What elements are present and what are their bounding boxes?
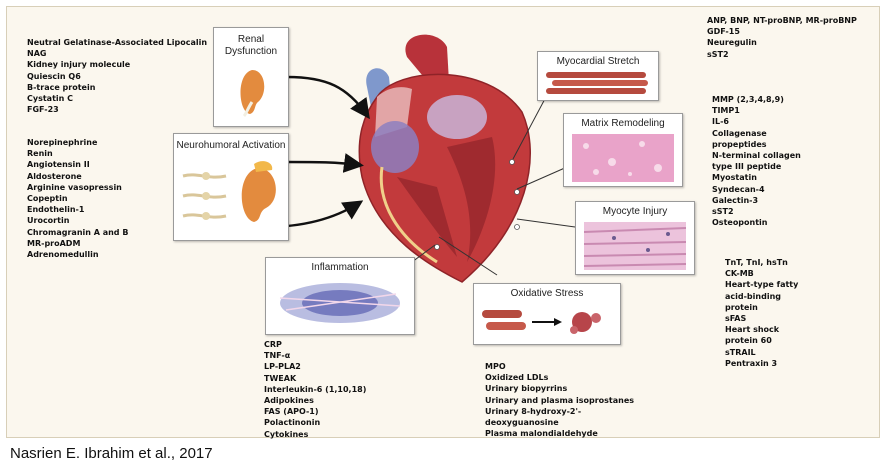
myocardial-stretch-title: Myocardial Stretch <box>556 56 640 67</box>
biomarker-item: Copeptin <box>27 194 68 204</box>
biomarker-item: Syndecan-4 <box>712 184 765 194</box>
biomarker-item: Plasma malondialdehyde <box>485 429 598 439</box>
biomarker-item: Osteopontin <box>712 218 768 228</box>
biomarker-item: MPO <box>485 362 506 371</box>
biomarker-item: Myostatin <box>712 173 757 183</box>
biomarker-item: TnT, TnI, hsTn <box>725 258 788 267</box>
biomarker-item: LP-PLA2 <box>264 362 301 372</box>
biomarker-item: Kidney injury molecule <box>27 60 131 70</box>
myocardial-stretch-box: Myocardial Stretch <box>537 51 659 101</box>
biomarker-item: ANP, BNP, NT-proBNP, MR-proBNP <box>707 16 857 25</box>
biomarker-item: N-terminal collagen <box>712 151 801 161</box>
biomarker-item: Neuregulin <box>707 38 757 48</box>
oxidative-stress-box: Oxidative Stress <box>473 283 621 345</box>
biomarker-item: MR-proADM <box>27 238 81 248</box>
nerve-kidney-icon <box>182 161 276 222</box>
myocyte-tissue-icon <box>584 222 686 270</box>
inflammation-tissue-icon <box>279 283 401 323</box>
biomarker-item: CK-MB <box>725 269 754 279</box>
biomarker-item: Cytokines <box>264 429 309 439</box>
biomarker-item: sTRAIL <box>725 347 756 357</box>
renal-dysfunction-title: Renal Dysfunction <box>224 34 278 57</box>
biomarker-item: Oxidized LDLs <box>485 373 549 383</box>
biomarker-item: Galectin-3 <box>712 195 759 205</box>
biomarker-item: Pentraxin 3 <box>725 358 778 368</box>
biomarker-item: Angiotensin II <box>27 160 90 170</box>
biomarker-item: Renin <box>27 149 53 159</box>
biomarker-item: Aldosterone <box>27 171 82 181</box>
biomarker-item: Neutral Gelatinase-Associated Lipocalin <box>27 38 208 47</box>
matrix-remodeling-title: Matrix Remodeling <box>581 118 665 129</box>
biomarker-item: FGF-23 <box>27 105 59 115</box>
biomarker-item: Urocortin <box>27 216 70 226</box>
biomarker-item: Heart shock <box>725 325 780 335</box>
inflammation-box: Inflammation <box>265 257 415 335</box>
biomarker-item: MMP (2,3,4,8,9) <box>712 95 784 104</box>
biomarker-item: Heart-type fatty <box>725 280 799 290</box>
biomarker-item: CRP <box>264 340 282 349</box>
biomarker-item: protein <box>725 302 758 312</box>
biomarker-item: Interleukin-6 (1,10,18) <box>264 384 367 394</box>
biomarker-item: IL-6 <box>712 117 729 127</box>
citation: Nasrien E. Ibrahim et al., 2017 <box>10 445 213 462</box>
muscle-fiber-icon <box>546 72 648 94</box>
biomarker-item: propeptides <box>712 139 767 149</box>
biomarker-item: sST2 <box>707 49 729 59</box>
biomarker-item: Quiescin Q6 <box>27 71 81 81</box>
inflammation-title: Inflammation <box>311 262 369 273</box>
biomarker-item: TWEAK <box>264 373 297 383</box>
biomarker-item: type III peptide <box>712 162 782 172</box>
biomarker-item: protein 60 <box>725 336 772 346</box>
biomarker-item: FAS (APO-1) <box>264 407 319 417</box>
biomarker-item: B-trace protein <box>27 82 96 92</box>
pathway-arrows <box>264 75 576 276</box>
biomarker-item: Urinary and plasma isoprostanes <box>485 395 635 405</box>
biomarker-item: Collagenase <box>712 128 767 138</box>
biomarker-item: GDF-15 <box>707 27 740 37</box>
biomarker-item: deoxyguanosine <box>485 418 559 428</box>
oxidative-cells-icon <box>482 310 601 334</box>
oxidative-stress-title: Oxidative Stress <box>510 288 584 299</box>
biomarker-item: Urinary biopyrrins <box>485 384 568 394</box>
matrix-remodeling-box: Matrix Remodeling <box>563 113 683 187</box>
neurohumoral-activation-box: Neurohumoral Activation <box>173 133 289 241</box>
neurohumoral-activation-title: Neurohumoral Activation <box>176 140 286 151</box>
biomarker-item: Adrenomedullin <box>27 250 99 260</box>
biomarker-item: Arginine vasopressin <box>27 182 122 192</box>
renal-dysfunction-box: Renal Dysfunction <box>213 27 289 127</box>
biomarker-item: sST2 <box>712 207 734 217</box>
myocyte-injury-title: Myocyte Injury <box>602 206 668 217</box>
biomarker-item: acid-binding <box>725 291 781 301</box>
kidney-icon <box>240 70 265 118</box>
biomarker-item: Adipokines <box>264 396 314 406</box>
biomarker-item: Norepinephrine <box>27 138 98 147</box>
biomarker-item: Chromagranin A and B <box>27 227 129 237</box>
biomarker-item: Urinary 8-hydroxy-2'- <box>485 406 582 416</box>
biomarker-item: sFAS <box>725 314 747 324</box>
biomarker-item: Polactinonin <box>264 418 321 428</box>
biomarker-item: Endothelin-1 <box>27 205 85 215</box>
myocyte-injury-box: Myocyte Injury <box>575 201 695 275</box>
biomarker-item: TIMP1 <box>712 106 740 116</box>
matrix-tissue-icon <box>572 134 674 182</box>
biomarker-item: NAG <box>27 49 47 59</box>
biomarker-item: TNF-α <box>264 351 291 361</box>
biomarker-item: Cystatin C <box>27 94 73 104</box>
